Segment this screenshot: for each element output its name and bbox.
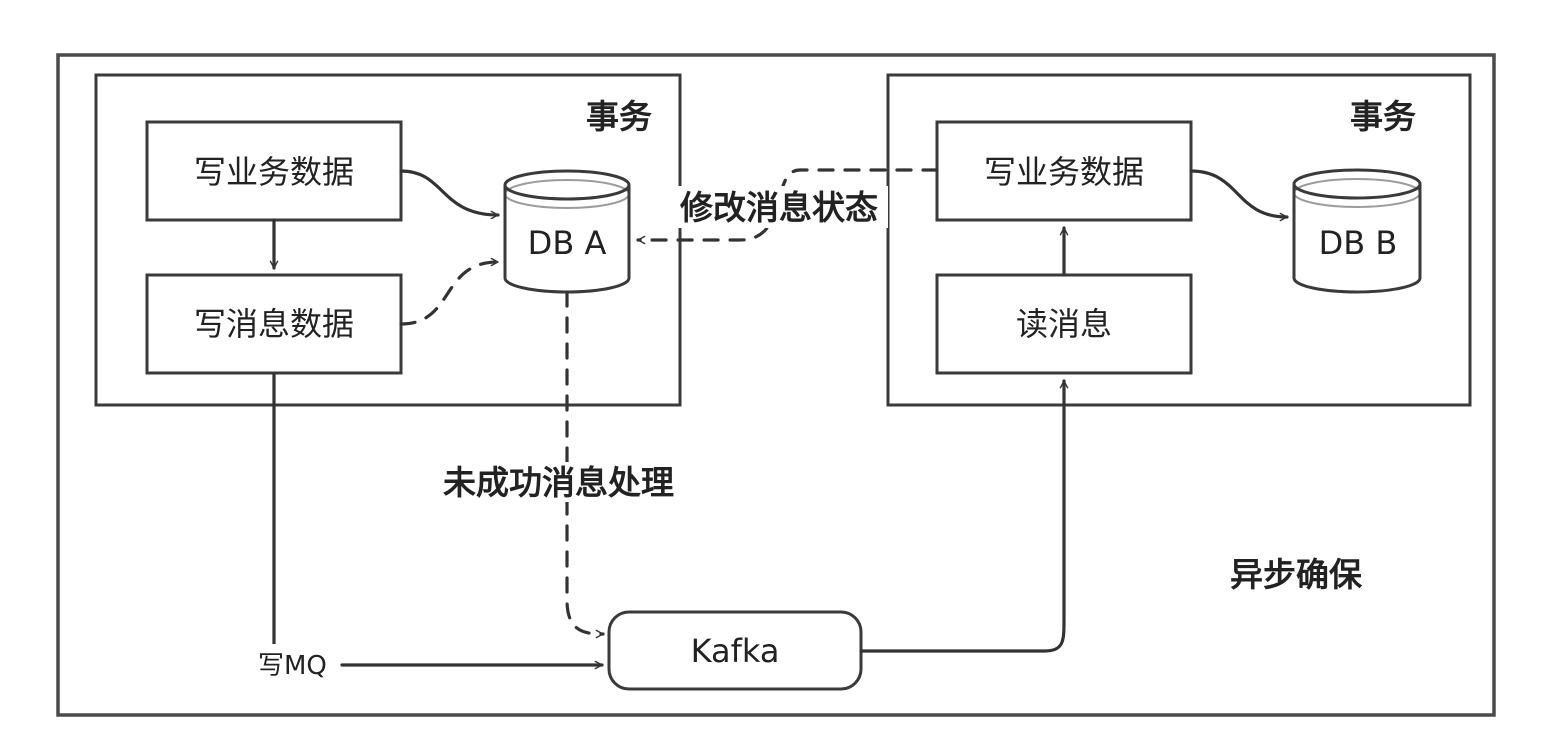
- modify-status-label-bg: [676, 186, 888, 228]
- failed-handling-label-bg: [440, 462, 698, 502]
- arrow-write-business-to-db-b: [1189, 169, 1289, 222]
- left-write-message-label: 写消息数据: [194, 305, 354, 343]
- failed-handling-label: 未成功消息处理: [443, 463, 674, 502]
- db-a-label: DB A: [528, 224, 607, 262]
- right-transaction-title: 事务: [1350, 97, 1416, 136]
- arrow-kafka-to-read: [859, 379, 1069, 653]
- async-assurance-label: 异步确保: [1230, 555, 1363, 594]
- arrow-write-business-to-db-a: [399, 169, 500, 220]
- db-b-cylinder: [1292, 168, 1422, 294]
- right-write-business-label: 写业务数据: [984, 153, 1144, 191]
- arrow-db-a-to-kafka: [565, 290, 605, 639]
- modify-status-label: 修改消息状态: [679, 188, 878, 227]
- db-b-label: DB B: [1319, 224, 1398, 262]
- write-mq-label: 写MQ: [258, 651, 327, 681]
- left-transaction-title: 事务: [586, 97, 652, 136]
- kafka-label: Kafka: [691, 632, 780, 670]
- read-message-box: [935, 273, 1193, 375]
- left-write-business-label: 写业务数据: [194, 153, 354, 191]
- outer-frame: [56, 53, 1496, 717]
- read-message-label: 读消息: [1016, 305, 1112, 343]
- db-a-cylinder: [503, 169, 631, 294]
- arrow-message-to-db-a: [399, 257, 500, 326]
- left-write-message-box: [145, 273, 403, 375]
